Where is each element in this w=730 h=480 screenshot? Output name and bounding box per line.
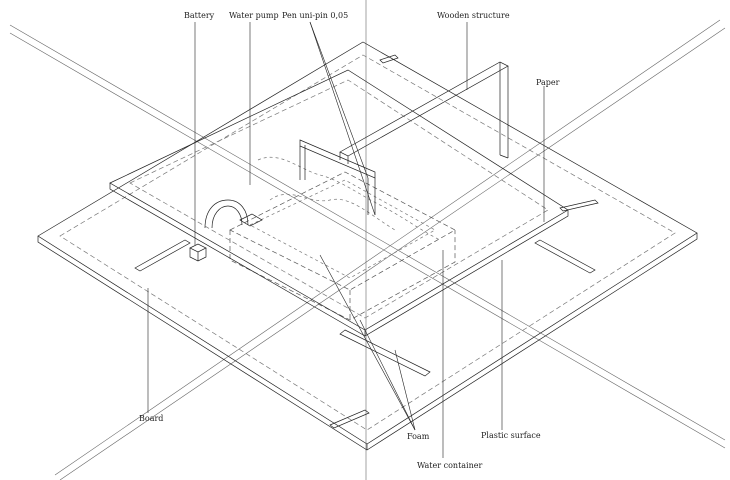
label-water-container: Water container — [417, 461, 483, 470]
battery — [189, 243, 207, 262]
construction-lines — [9, 0, 726, 480]
paper-plate — [109, 69, 569, 337]
water-container — [229, 171, 456, 321]
label-pen: Pen uni-pin 0,05 — [282, 11, 349, 20]
board-plate — [37, 41, 698, 451]
label-plastic-surface: Plastic surface — [481, 431, 541, 440]
label-battery: Battery — [184, 11, 215, 20]
board-rails — [134, 54, 599, 429]
label-water-pump: Water pump — [229, 11, 279, 20]
foam-outlines — [249, 156, 441, 279]
water-pump — [204, 199, 263, 229]
label-board: Board — [139, 414, 164, 423]
wooden-structure — [299, 61, 509, 215]
label-foam: Foam — [407, 432, 430, 441]
leader-lines — [147, 21, 545, 458]
label-paper: Paper — [536, 78, 560, 87]
label-wooden-structure: Wooden structure — [437, 11, 510, 20]
